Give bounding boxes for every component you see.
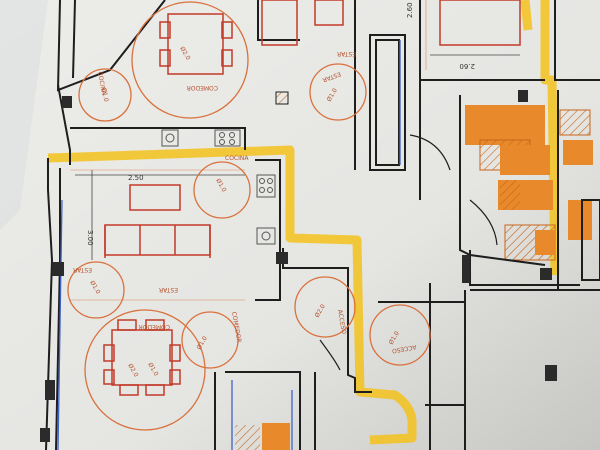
dim-label-mid: 2.50 (128, 174, 144, 182)
wall-piers (40, 90, 557, 442)
blue-lines (57, 40, 401, 450)
dim-label-top-a: 2.60 (406, 2, 414, 18)
dimension-lines (75, 54, 520, 260)
label-cocina-top: COCINA (96, 71, 107, 96)
yellow-highlight (47, 0, 560, 445)
label-acceso-mid: ACCESO (336, 309, 347, 335)
kitchen-fixtures (161, 129, 276, 245)
furniture (103, 0, 521, 396)
door-arcs (319, 134, 498, 371)
dia-label-1: Ø1.0 (100, 87, 109, 102)
turning-circles (67, 1, 431, 431)
background-table (0, 0, 48, 230)
walls (45, 0, 600, 450)
label-acceso-right: ACCESO (391, 343, 417, 354)
label-estar-mid: ESTAR (159, 286, 178, 293)
dim-label-top-b: 2.60 (459, 62, 475, 70)
label-comedor-top: COMEDOR (187, 84, 218, 91)
label-estar-left: ESTAR (73, 266, 92, 273)
label-estar-top: ESTAR (337, 50, 356, 57)
label-cocina-mid: COCINA (225, 155, 249, 162)
orange-blocks (235, 105, 593, 450)
guide-lines (70, 0, 427, 301)
dim-label-left: 3.00 (86, 230, 94, 246)
label-comedor-left: COMEDOR (139, 323, 170, 330)
